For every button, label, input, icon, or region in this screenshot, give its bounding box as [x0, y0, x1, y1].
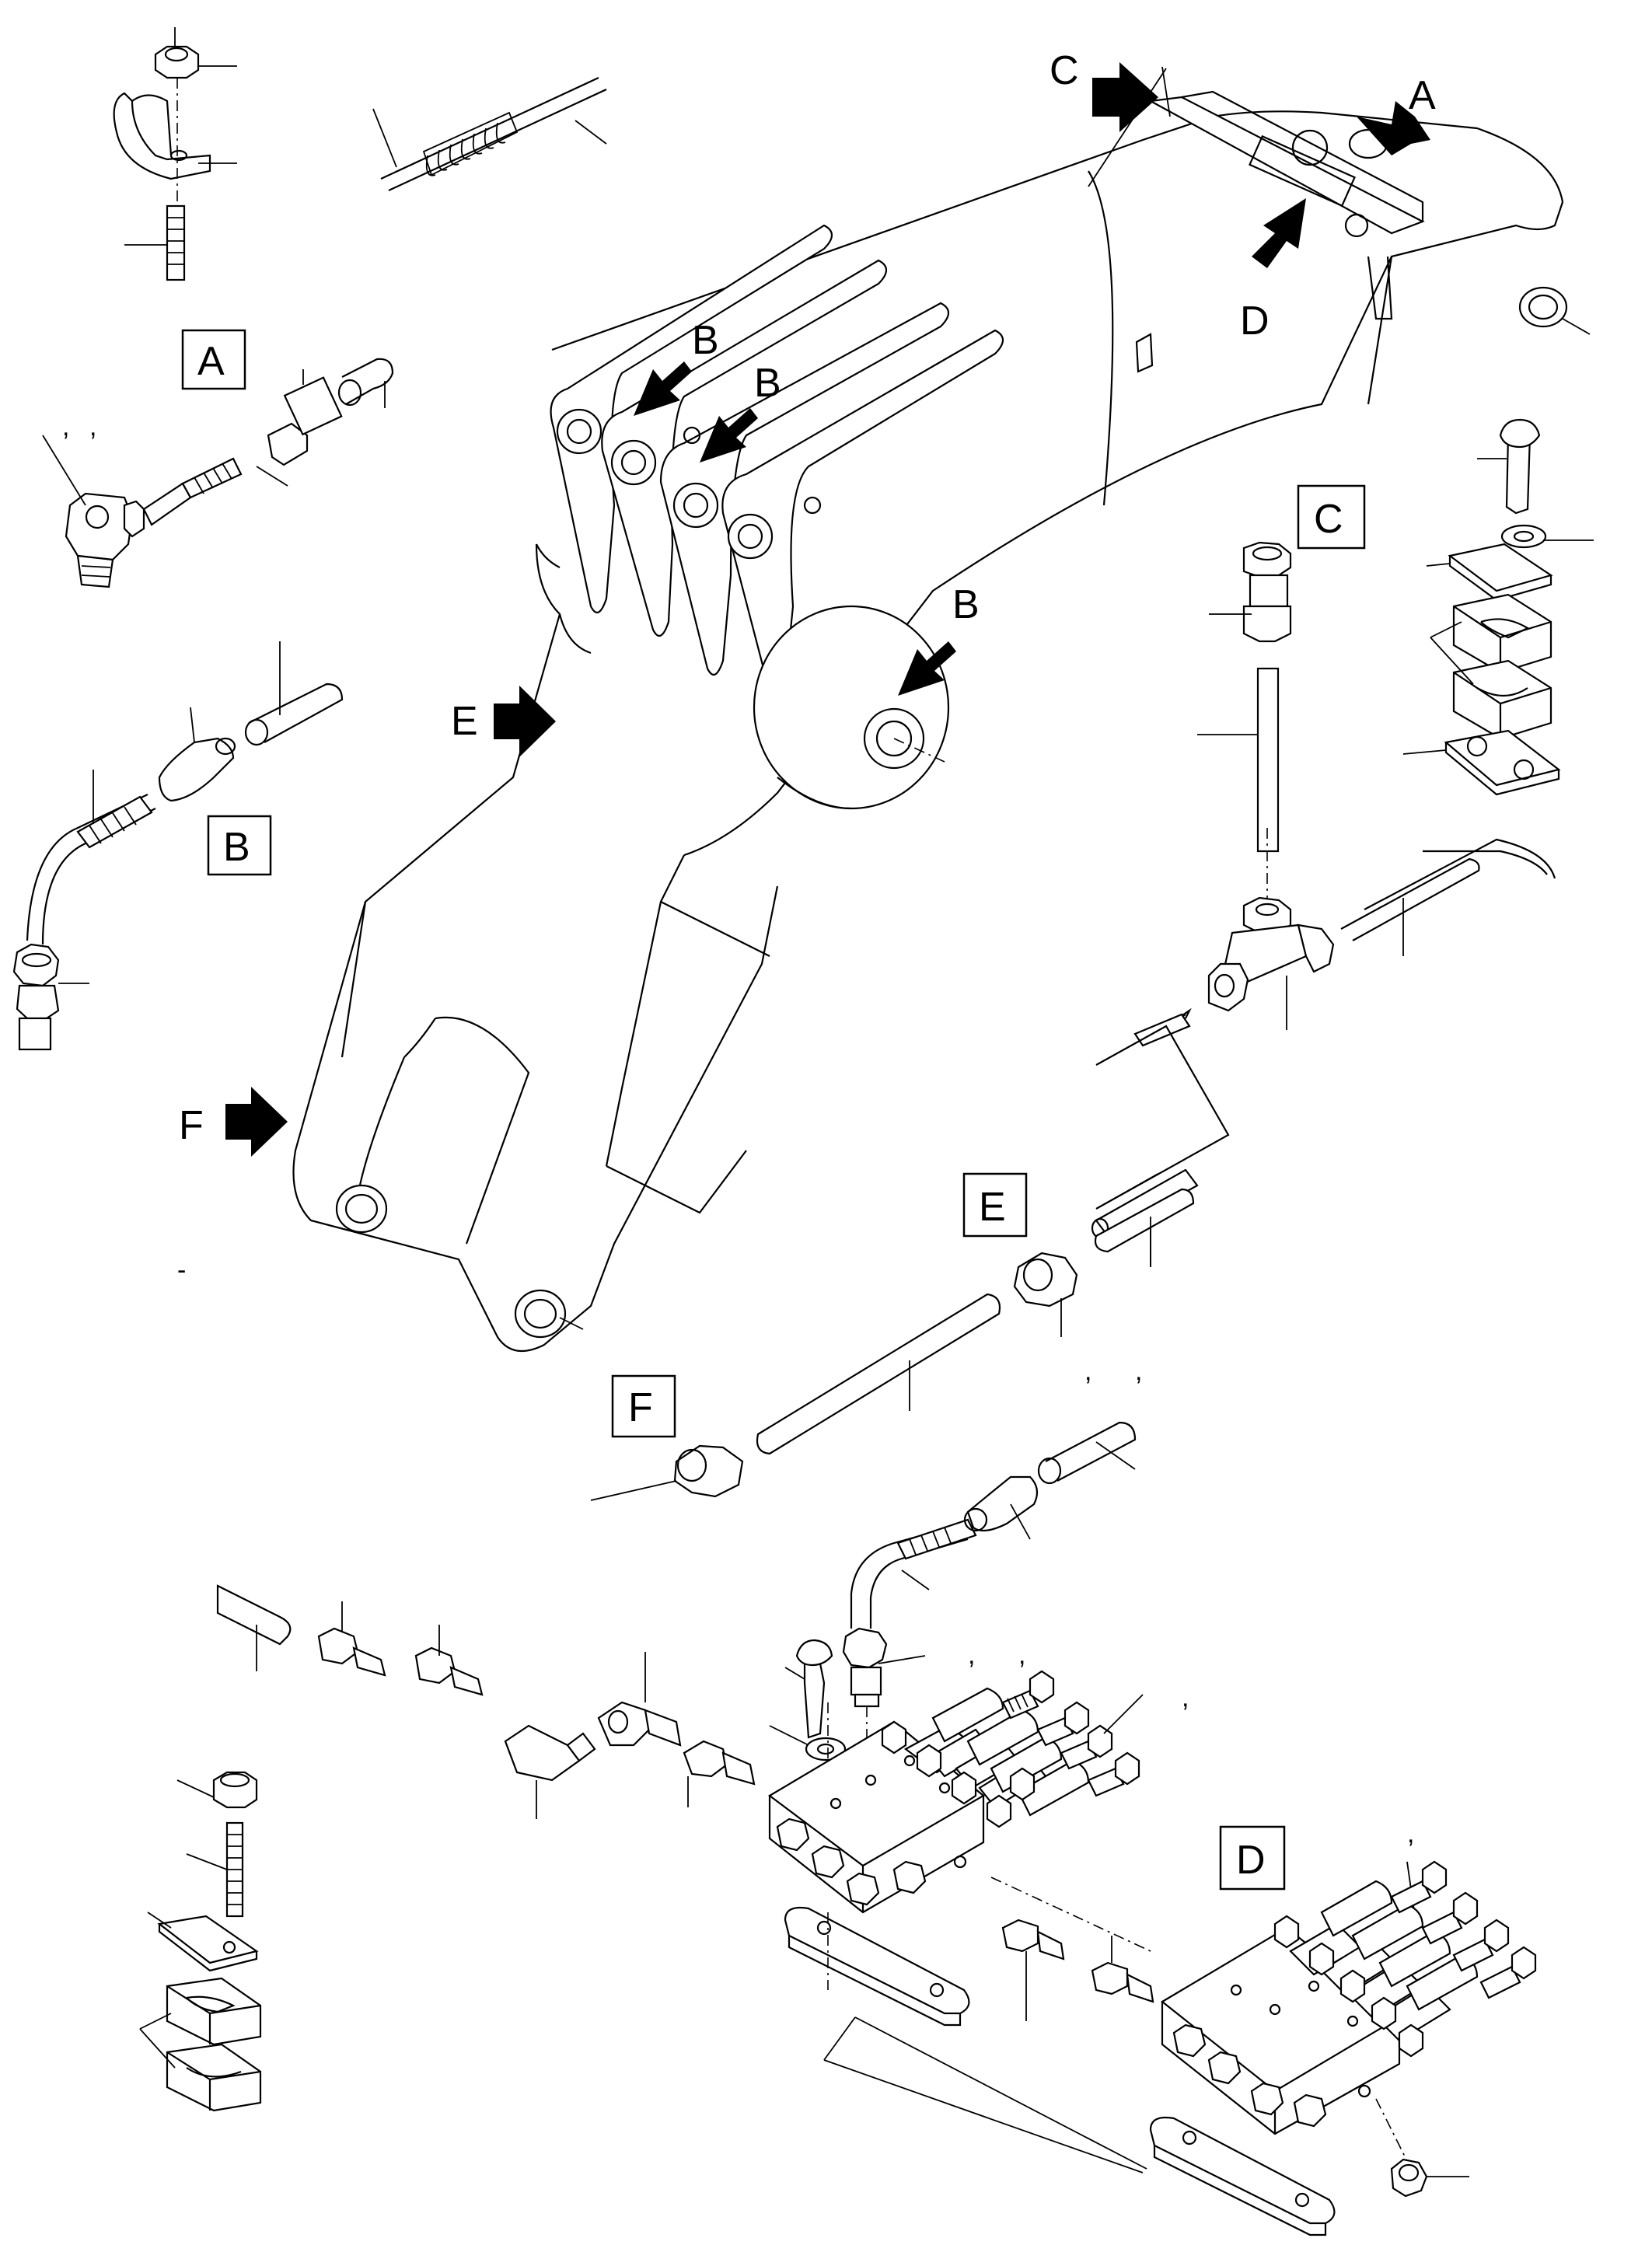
arrow-c — [1092, 62, 1158, 132]
detail-box-d — [1219, 1825, 1286, 1891]
arrow-f — [225, 1087, 288, 1157]
bent-hose-detail — [842, 1421, 1137, 1708]
detail-box-c — [1297, 484, 1366, 550]
label-a-box: A — [197, 339, 225, 384]
comma-e-2: , — [1135, 1356, 1142, 1386]
callout-arrows — [225, 62, 1430, 1157]
comma-a-2: , — [89, 412, 96, 442]
arrow-b3 — [898, 641, 956, 696]
arrow-b2 — [700, 408, 758, 463]
comma-hose-2: , — [1018, 1640, 1025, 1670]
clamp-set-right — [1402, 418, 1594, 796]
arrow-b1 — [634, 361, 692, 416]
arrow-a — [1357, 101, 1430, 155]
distributor-block-lower — [1149, 1860, 1537, 2236]
label-c-box: C — [1314, 497, 1343, 542]
comma-hose-3: , — [1182, 1683, 1189, 1713]
label-f-boom: F — [179, 1103, 204, 1148]
tee-fitting-c-detail — [1091, 541, 1556, 1267]
detail-box-b — [207, 815, 272, 876]
label-f-box: F — [628, 1385, 653, 1430]
label-e-box: E — [979, 1185, 1006, 1230]
comma-d: , — [1407, 1819, 1414, 1849]
fitting-f-detail — [590, 1293, 1001, 1501]
label-e-boom: E — [451, 699, 478, 744]
clamp-set-left — [139, 1771, 262, 2112]
label-c-boom: C — [1050, 48, 1079, 93]
label-b-boom-3: B — [952, 582, 980, 627]
arrow-d — [1252, 198, 1306, 268]
comma-e-1: , — [1084, 1356, 1091, 1386]
boom-assembly — [292, 90, 1591, 1353]
label-b-box: B — [223, 825, 250, 870]
label-b-boom-1: B — [692, 318, 719, 363]
distributor-block-upper — [768, 1639, 1154, 2027]
detail-box-f — [611, 1374, 676, 1438]
detail-box-e — [962, 1172, 1028, 1238]
fitting-b-detail — [12, 641, 344, 1051]
comma-a-1: , — [62, 412, 69, 442]
fitting-a-detail — [42, 358, 394, 588]
line-assembly-left — [216, 1584, 756, 1819]
label-d-box: D — [1236, 1838, 1266, 1883]
label-a-boom: A — [1409, 73, 1436, 118]
dash-mark: - — [177, 1255, 186, 1285]
label-b-boom-2: B — [754, 361, 781, 406]
clamp-detail — [113, 27, 237, 281]
label-d-boom: D — [1240, 299, 1270, 344]
fitting-e-detail — [1013, 1188, 1195, 1337]
detail-box-a — [181, 329, 246, 390]
spring-guard-detail — [372, 77, 607, 191]
comma-hose-1: , — [968, 1640, 975, 1670]
arrow-e — [494, 686, 556, 757]
